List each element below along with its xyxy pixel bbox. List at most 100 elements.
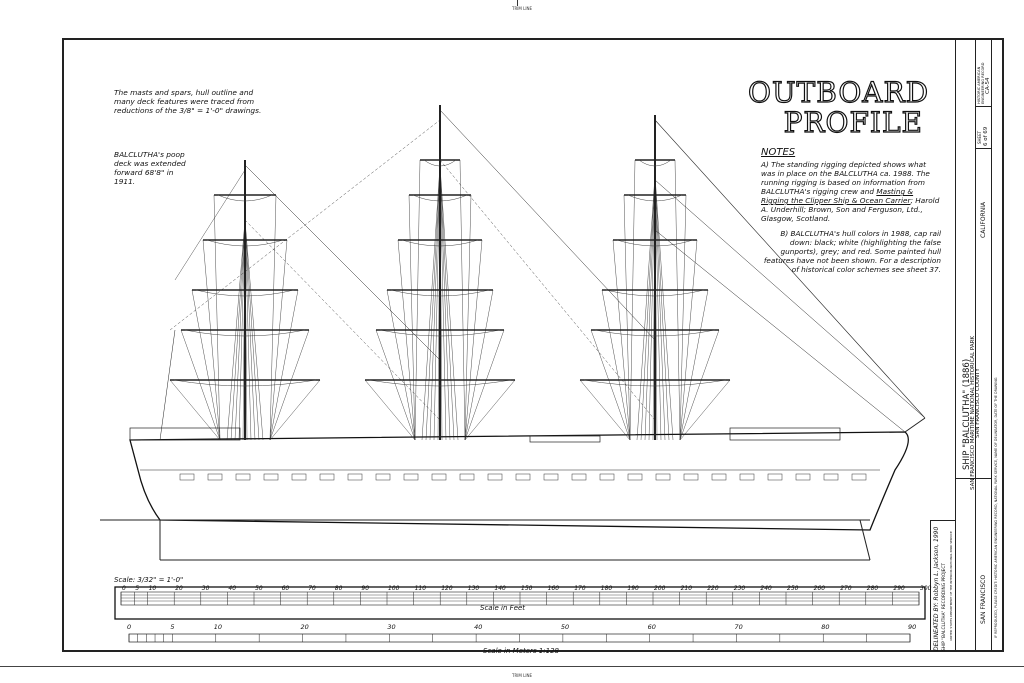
drawing-title: OUTBOARD PROFILE [747, 76, 930, 139]
ratline [234, 219, 246, 441]
notes-block: NOTES A) The standing rigging depicted s… [761, 147, 941, 275]
note-a: A) The standing rigging depicted shows w… [761, 160, 941, 223]
feet-tick-label: 160 [547, 585, 560, 592]
title-block: SHIP "BALCLUTHA" (1886) SAN FRANCISCO MA… [955, 38, 1004, 652]
ratline [429, 164, 441, 441]
gunport [291, 473, 307, 481]
tb-rule [975, 148, 991, 149]
ratline [439, 164, 455, 441]
gunport [375, 473, 391, 481]
ratline [439, 164, 447, 441]
poop-deck-house [129, 427, 241, 441]
ratline [644, 174, 656, 441]
notes-heading: NOTES [761, 147, 796, 158]
shroud [202, 239, 221, 441]
gunport [823, 473, 839, 481]
ratline [244, 219, 252, 441]
bowsprit [904, 417, 926, 433]
shroud [414, 159, 421, 441]
shroud [623, 194, 631, 441]
shroud [679, 194, 687, 441]
shroud [408, 194, 416, 441]
shroud [674, 159, 681, 441]
note-a-suffix: ; Harold A. Underhill; Brown, Son and Fe… [761, 196, 940, 223]
gunport [739, 473, 755, 481]
ratline [226, 219, 246, 441]
feet-tick-label: 50 [255, 585, 263, 592]
shroud [459, 159, 466, 441]
shroud [269, 379, 321, 441]
ratline [433, 164, 441, 441]
tracing-note: The masts and spars, hull outline and ma… [114, 88, 262, 115]
meter-tick-label: 80 [821, 623, 830, 631]
gunport [683, 473, 699, 481]
feet-tick-label: 190 [627, 585, 639, 592]
furled-sail [638, 159, 672, 167]
gunport [571, 473, 587, 481]
feet-tick-label: 10 [148, 585, 157, 592]
trim-mark [517, 0, 518, 6]
stay [654, 179, 926, 419]
meter-tick-label: 5 [170, 623, 175, 631]
gunport [767, 473, 783, 481]
furled-sail [368, 379, 512, 387]
deckhouse [529, 435, 601, 443]
ratline [421, 164, 441, 441]
trim-line-top: TRIM LINE [512, 6, 533, 11]
shroud [386, 289, 416, 441]
gunport [179, 473, 195, 481]
title-line-2: PROFILE [783, 106, 923, 139]
feet-tick-label: 260 [813, 585, 826, 592]
meter-scale-caption: Scale in Meters 1:128 [483, 647, 559, 655]
shroud [629, 159, 636, 441]
shroud [397, 239, 416, 441]
feet-tick-label: 110 [414, 585, 427, 592]
ratline [437, 164, 441, 441]
shroud [169, 379, 221, 441]
meter-tick-label: 40 [474, 623, 483, 631]
meter-tick-label: 70 [734, 623, 743, 631]
shroud [375, 329, 416, 441]
feet-tick-label: 280 [866, 585, 879, 592]
gunport [515, 473, 531, 481]
gunport [543, 473, 559, 481]
ratline [654, 174, 658, 441]
record-id: CA-54 [985, 77, 991, 94]
gunport [851, 473, 867, 481]
shroud [269, 239, 288, 441]
gunport [459, 473, 475, 481]
feet-tick-label: 0 [122, 585, 126, 592]
feet-tick-label: 130 [467, 585, 480, 592]
shroud [269, 289, 299, 441]
title-line-1: OUTBOARD [747, 76, 930, 109]
tb-rule [975, 106, 991, 107]
furled-sail [217, 194, 273, 202]
city: SAN FRANCISCO [980, 574, 987, 624]
spanker-gaff [159, 329, 176, 441]
furled-sail [173, 379, 317, 387]
feet-tick-label: 30 [201, 585, 210, 592]
stay [654, 119, 926, 419]
note-a-book: Masting & Rigging the Clipper Ship & Oce… [761, 187, 914, 205]
county: SAN FRANCISCO COUNTY [975, 368, 981, 438]
sheet-number: 6 of 69 [983, 126, 989, 146]
gunport [795, 473, 811, 481]
tb-divider [991, 38, 992, 652]
feet-tick-label: 140 [494, 585, 506, 592]
feet-tick-label: 300 [920, 585, 932, 592]
ratline [230, 219, 246, 441]
shroud [679, 289, 709, 441]
state: CALIFORNIA [980, 201, 987, 238]
shroud [601, 289, 631, 441]
shroud [269, 329, 310, 441]
ratline [425, 164, 441, 441]
meter-tick-label: 30 [387, 623, 396, 631]
feet-tick-label: 80 [334, 585, 343, 592]
shroud [579, 379, 631, 441]
tb-divider [975, 38, 976, 652]
gunport [319, 473, 335, 481]
shroud [612, 239, 631, 441]
ratline [652, 174, 656, 441]
tb-rule [956, 478, 991, 479]
